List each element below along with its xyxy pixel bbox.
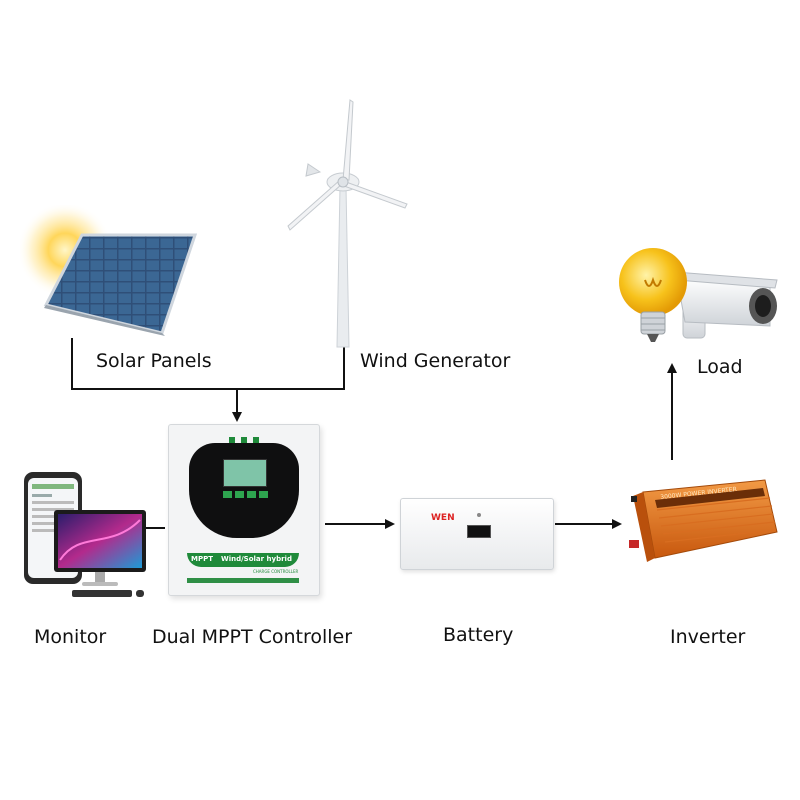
label-wind-generator: Wind Generator xyxy=(360,350,511,372)
controller-device: MPPT Wind/Solar hybrid CHARGE CONTROLLER xyxy=(168,424,320,596)
label-load: Load xyxy=(697,356,743,378)
battery-logo: WEN xyxy=(431,513,455,523)
load-icon xyxy=(619,248,778,342)
controller-terminals xyxy=(187,578,299,583)
battery-display xyxy=(467,525,491,538)
controller-lcd xyxy=(223,459,267,487)
label-monitor: Monitor xyxy=(34,626,107,648)
battery-device: WEN xyxy=(400,498,554,570)
label-solar-panels: Solar Panels xyxy=(96,350,212,372)
desktop-computer-icon xyxy=(54,510,146,597)
label-inverter: Inverter xyxy=(670,626,746,648)
label-dual-mppt-controller: Dual MPPT Controller xyxy=(152,626,353,648)
inverter-device xyxy=(629,479,778,562)
label-battery: Battery xyxy=(443,624,514,646)
battery-button xyxy=(477,513,481,517)
controller-band: MPPT Wind/Solar hybrid xyxy=(187,553,299,567)
security-camera-icon xyxy=(674,271,778,339)
controller-face xyxy=(189,437,299,538)
wind-generator-icon xyxy=(287,99,408,348)
controller-sub-text: CHARGE CONTROLLER xyxy=(253,569,299,574)
controller-brand-text: MPPT xyxy=(191,555,214,563)
solar-panel-icon xyxy=(20,205,198,336)
monitor-icon xyxy=(24,472,146,597)
light-bulb-icon xyxy=(619,248,687,342)
controller-model-text: Wind/Solar hybrid xyxy=(221,555,292,563)
